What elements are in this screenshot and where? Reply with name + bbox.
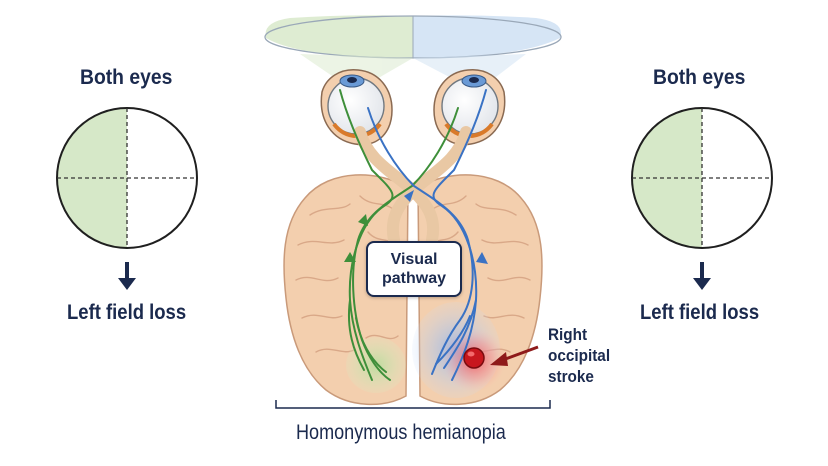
visual-pathway-label-line1: Visual: [390, 251, 438, 268]
lesion-arrow-icon: [490, 345, 539, 366]
bottom-bracket: [275, 400, 551, 409]
occipital-lesion: [463, 347, 485, 369]
lesion-label: Right occipital stroke: [548, 324, 610, 387]
left-field-caption: Left field loss: [67, 301, 187, 324]
right-pathway-blue: [367, 89, 487, 381]
blue-pathway-arrow-2: [404, 190, 414, 202]
visual-pathway-label-line2: pathway: [381, 270, 446, 287]
right-visual-field-circle: [631, 107, 773, 249]
left-pathway-green: [339, 89, 459, 381]
green-pathway-arrow-2: [358, 214, 368, 226]
left-field-title: Both eyes: [80, 66, 173, 89]
lesion-label-line1: Right: [548, 325, 588, 344]
right-field-caption: Left field loss: [640, 301, 760, 324]
lesion-label-line3: stroke: [548, 367, 594, 386]
green-pathway-arrow: [344, 252, 356, 262]
left-visual-field-circle: [56, 107, 198, 249]
visual-field-ellipse: [264, 15, 562, 59]
right-field-title: Both eyes: [653, 66, 746, 89]
visual-pathway-label-box: Visual pathway: [366, 241, 462, 297]
left-down-arrow-icon: [118, 262, 136, 290]
lesion-label-line2: occipital: [548, 346, 611, 365]
field-to-eye-cones: [300, 54, 526, 80]
right-down-arrow-icon: [693, 262, 711, 290]
condition-caption: Homonymous hemianopia: [296, 421, 506, 444]
blue-pathway-arrow: [476, 252, 488, 264]
